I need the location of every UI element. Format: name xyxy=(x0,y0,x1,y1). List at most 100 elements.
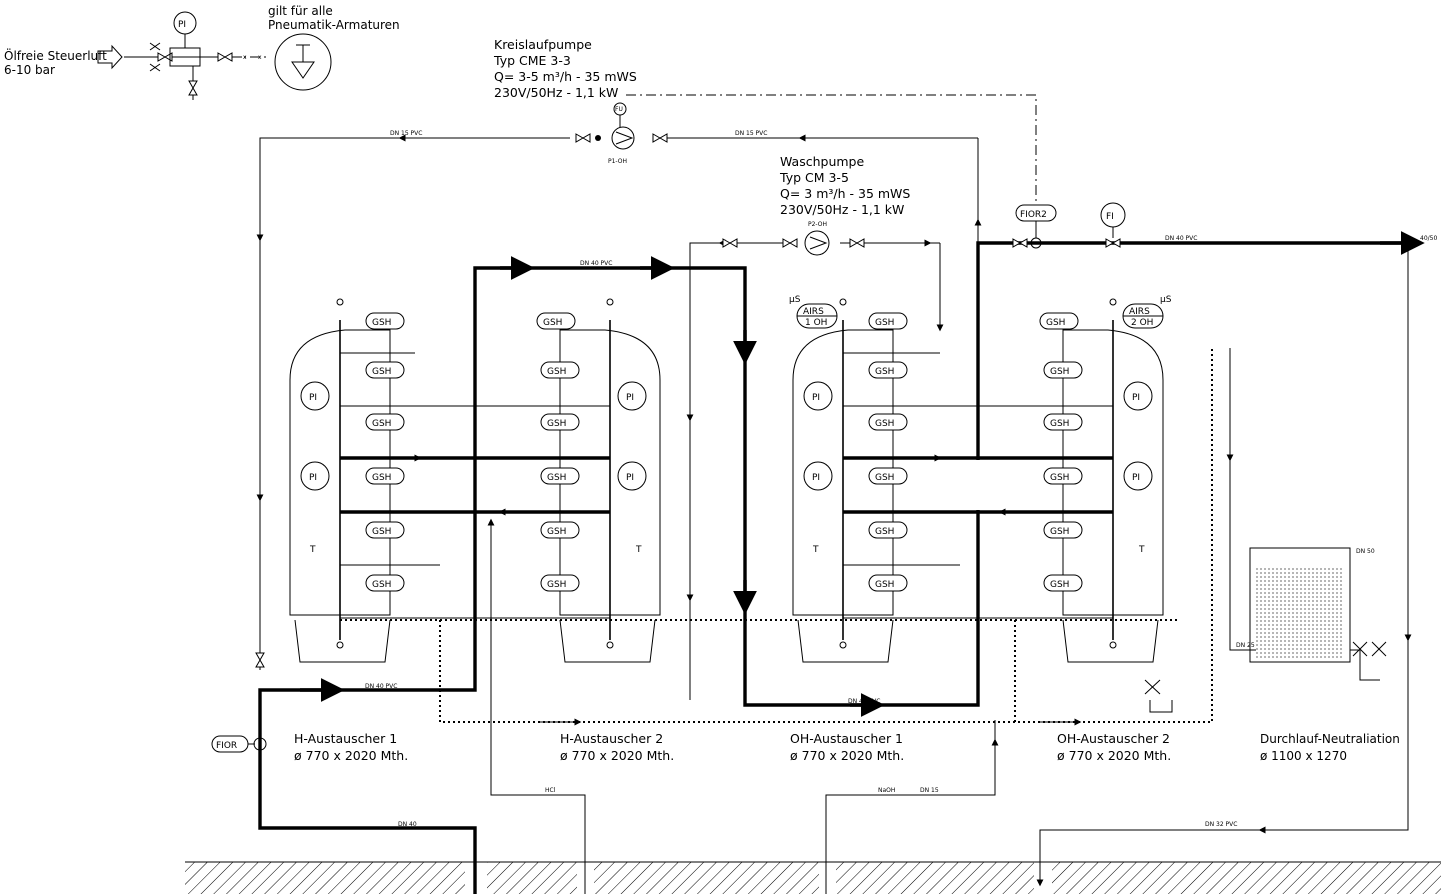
airs2-unit: µS xyxy=(1160,295,1172,305)
circ-pump-line-2: Typ CME 3-3 xyxy=(493,53,571,68)
neutralisation-dim: ø 1100 x 1270 xyxy=(1260,749,1347,763)
chemical-feed: HCl NaOH DN 15 xyxy=(487,518,999,894)
pi-tag-h1-bottom: PI xyxy=(309,473,317,483)
gsh-h1-1: GSH xyxy=(372,318,391,328)
air-pi-tag: PI xyxy=(178,20,186,30)
control-air-supply: Ölfreie Steuerluft 6-10 bar PI x x gilt … xyxy=(4,4,400,100)
vessel-instruments: PI PI PI PI PI PI PI PI GSH GSH GSH GSH … xyxy=(300,295,1172,649)
gsh-column-h2: GSH GSH GSH GSH GSH GSH xyxy=(536,312,580,592)
naoh-label: NaOH xyxy=(878,787,895,794)
airs1-tag: AIRS xyxy=(803,307,824,317)
regeneration-lines xyxy=(340,348,1213,726)
gsh-h2-3: GSH xyxy=(547,419,566,429)
pipe-label-inlet-1: DN 40 PVC xyxy=(365,683,397,690)
wash-pump-line-1: Waschpumpe xyxy=(780,154,864,169)
airs1-sub: 1 OH xyxy=(805,318,827,328)
air-inlet-arrow-icon xyxy=(97,44,123,70)
neutralisation-name: Durchlauf-Neutraliation xyxy=(1260,732,1400,746)
fior-tag: FIOR xyxy=(216,741,237,751)
circulation-pump-icon xyxy=(611,126,635,150)
t-h2: T xyxy=(635,545,642,555)
gsh-h2-6: GSH xyxy=(547,580,566,590)
outlet-size: 40/50 xyxy=(1420,235,1437,242)
pi-tag-h2-top: PI xyxy=(626,393,634,403)
gsh-h1-6: GSH xyxy=(372,580,391,590)
product-outlet-line: FIOR2 FI DN 40 PVC 40/50 DN 32 PVC xyxy=(976,202,1437,887)
control-signal-line xyxy=(626,94,1037,205)
pipe-label-tank-in: DN 25 xyxy=(1236,642,1255,649)
gsh-h2-4: GSH xyxy=(547,473,566,483)
pipe-label-drain: DN 32 PVC xyxy=(1205,821,1237,828)
circ-pump-line-4: 230V/50Hz - 1,1 kW xyxy=(494,85,618,100)
gsh-oh1-4: GSH xyxy=(875,473,894,483)
gsh-h2-1: GSH xyxy=(543,318,562,328)
pneumatic-valve-detail-icon xyxy=(274,33,332,91)
gsh-h2-5: GSH xyxy=(547,527,566,537)
air-label-1: Ölfreie Steuerluft xyxy=(4,47,107,63)
fu-tag: FU xyxy=(615,106,623,113)
air-valve-1-icon xyxy=(149,42,173,72)
gsh-h1-3: GSH xyxy=(372,419,391,429)
pi-tag-h1-top: PI xyxy=(309,393,317,403)
flow-sensor-fior-icon xyxy=(253,737,267,751)
wash-pump-line-3: Q= 3 m³/h - 35 mWS xyxy=(780,186,910,201)
t-oh2: T xyxy=(1138,545,1145,555)
circ-pump-line-3: Q= 3-5 m³/h - 35 mWS xyxy=(494,69,637,84)
exchanger-labels: H-Austauscher 1 ø 770 x 2020 Mth. H-Aust… xyxy=(294,731,1400,763)
circ-pump-tag: P1-OH xyxy=(608,158,627,165)
ground-hatching xyxy=(185,861,1441,894)
gsh-oh1-1: GSH xyxy=(875,318,894,328)
pi-tag-oh1-top: PI xyxy=(812,393,820,403)
airs2-sub: 2 OH xyxy=(1131,318,1153,328)
pipe-label-inlet-3: DN 40 PVC xyxy=(848,698,880,705)
wash-pump-tag: P2-OH xyxy=(808,221,827,228)
exchanger-2-dim: ø 770 x 2020 Mth. xyxy=(560,748,674,763)
gsh-oh2-6: GSH xyxy=(1050,580,1069,590)
hcl-label: HCl xyxy=(545,787,556,794)
note-label-2: Pneumatik-Armaturen xyxy=(268,18,400,32)
exchanger-1-name: H-Austauscher 1 xyxy=(294,731,397,746)
gsh-column-h1: GSH GSH GSH GSH GSH GSH xyxy=(365,312,405,592)
pi-gauge-h1-bottom-icon xyxy=(300,461,330,491)
pi-tag-oh2-top: PI xyxy=(1132,393,1140,403)
pi-gauge-h1-top-icon xyxy=(300,381,330,411)
gsh-h1-5: GSH xyxy=(372,527,391,537)
wash-pump-line-4: 230V/50Hz - 1,1 kW xyxy=(780,202,904,217)
gsh-column-oh1: GSH GSH GSH GSH GSH GSH xyxy=(868,312,908,592)
pipe-label-tank: DN 50 xyxy=(1356,548,1375,555)
manifold-headers xyxy=(339,320,1114,640)
t-h1: T xyxy=(309,545,316,555)
gsh-oh2-1: GSH xyxy=(1046,318,1065,328)
circulation-loop: DN 15 PVC DN 15 PVC FU P1-OH xyxy=(256,94,1037,670)
pi-gauge-h2-bottom-icon xyxy=(617,461,647,491)
wash-pump-line-2: Typ CM 3-5 xyxy=(779,170,849,185)
pi-tag-oh1-bottom: PI xyxy=(812,473,820,483)
gsh-oh2-4: GSH xyxy=(1050,473,1069,483)
pi-gauge-oh1-bottom-icon xyxy=(803,461,833,491)
airs1-unit: µS xyxy=(789,295,801,305)
wash-pump-line: P2-OH xyxy=(686,221,944,700)
gsh-oh1-2: GSH xyxy=(875,367,894,377)
air-label-2: 6-10 bar xyxy=(4,63,55,77)
gsh-oh2-5: GSH xyxy=(1050,527,1069,537)
gsh-oh1-5: GSH xyxy=(875,527,894,537)
gsh-column-oh2: GSH GSH GSH GSH GSH GSH xyxy=(1039,312,1083,592)
pipe-label-naoh: DN 15 xyxy=(920,787,939,794)
exchanger-4-name: OH-Austauscher 2 xyxy=(1057,731,1170,746)
pi-tag-h2-bottom: PI xyxy=(626,473,634,483)
svg-text:x: x xyxy=(258,54,262,61)
gsh-oh1-6: GSH xyxy=(875,580,894,590)
airs2-tag: AIRS xyxy=(1129,307,1150,317)
pipe-label-outlet: DN 40 PVC xyxy=(1165,235,1197,242)
svg-text:x: x xyxy=(243,54,247,61)
circ-pump-line-1: Kreislaufpumpe xyxy=(494,37,592,52)
pipe-label-circ-1: DN 15 PVC xyxy=(390,130,422,137)
fior2-tag: FIOR2 xyxy=(1020,210,1047,220)
exchanger-3-dim: ø 770 x 2020 Mth. xyxy=(790,748,904,763)
pipe-label-circ-2: DN 15 PVC xyxy=(735,130,767,137)
raw-water-inlet: DN 40 PVC DN 40 PVC DN 40 PVC DN 40 FIOR xyxy=(211,256,980,894)
gsh-h2-2: GSH xyxy=(547,367,566,377)
pi-gauge-oh2-bottom-icon xyxy=(1123,461,1153,491)
exchanger-3-name: OH-Austauscher 1 xyxy=(790,731,903,746)
